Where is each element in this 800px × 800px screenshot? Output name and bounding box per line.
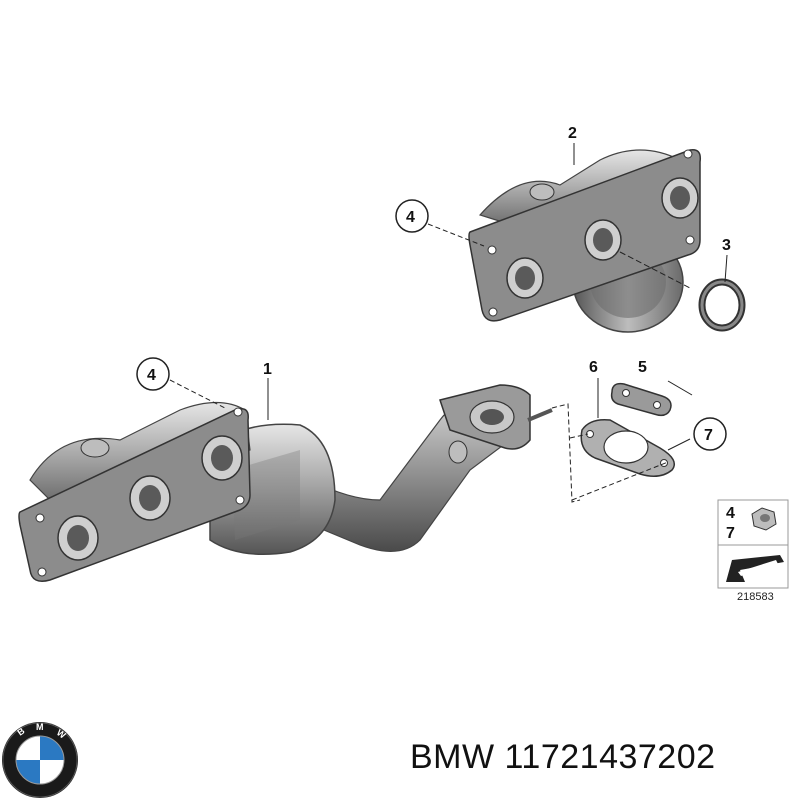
callout-2: 2 (568, 125, 577, 142)
arrow-icon (726, 555, 784, 582)
callout-1: 1 (263, 361, 272, 378)
bmw-logo: B M W (2, 722, 78, 798)
nut-icon (751, 507, 777, 531)
manifold-catalyst-part-1 (18, 384, 553, 582)
gasket-part-7 (580, 418, 675, 477)
callout-4-upper: 4 (406, 209, 415, 226)
callout-5: 5 (638, 359, 647, 376)
callout-6: 6 (589, 359, 598, 376)
callouts: 2 4 3 4 1 6 5 7 (136, 125, 731, 451)
svg-text:B: B (15, 725, 26, 737)
gasket-ring-part-3 (698, 278, 746, 332)
legend-box: 4 7 218583 (717, 499, 789, 603)
callout-3: 3 (722, 237, 731, 254)
legend-7: 7 (726, 525, 735, 542)
leader-lines (169, 143, 728, 503)
callout-4-lower: 4 (147, 367, 156, 384)
callout-7: 7 (704, 427, 713, 444)
legend-4: 4 (726, 505, 735, 522)
reference-number: 218583 (737, 591, 774, 603)
caption-brand: BMW (410, 738, 495, 776)
caption-part-number: 11721437202 (504, 738, 716, 776)
manifold-catalyst-part-2 (468, 149, 702, 333)
svg-text:M: M (36, 722, 44, 732)
plate-part-5 (610, 382, 672, 417)
part-caption: BMW 11721437202 (410, 738, 716, 777)
